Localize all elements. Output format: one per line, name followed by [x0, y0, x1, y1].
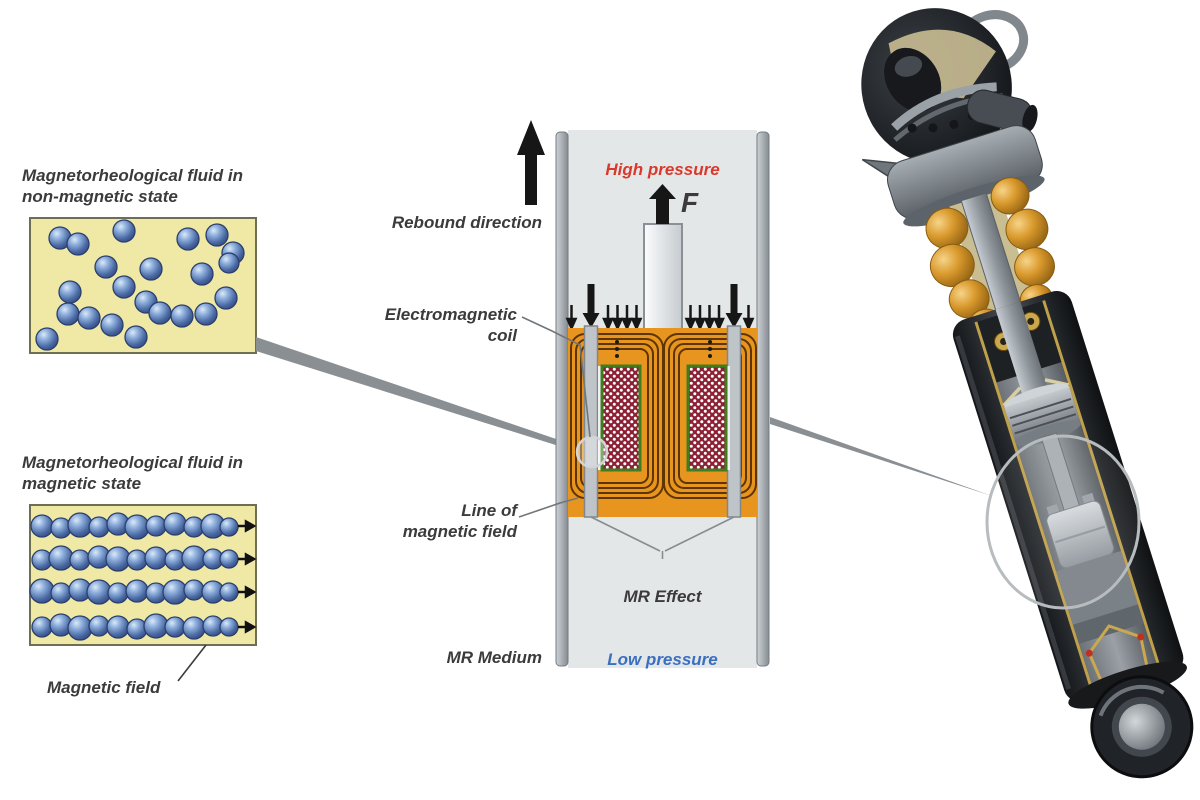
shock-absorber-cutaway: [861, 8, 1194, 779]
rebound-arrow-icon: [517, 120, 545, 205]
cylinder-wall-left: [555, 131, 569, 667]
high-pressure-label: High pressure: [605, 160, 720, 179]
coil-cross-section-right: [686, 364, 728, 472]
callout-wedge-cylinder-to-valve: [770, 417, 992, 496]
mount-stub: [966, 89, 1038, 133]
magnetic-field-label: Magnetic field: [47, 678, 161, 697]
foot-valve: [1087, 624, 1149, 682]
callout-wedge-box1-to-coil: [256, 337, 562, 447]
magnetic-box-label: Magnetorheological fluid in magnetic sta…: [22, 452, 243, 495]
damper-cross-section: [517, 120, 770, 668]
top-mount: [861, 8, 1012, 164]
magnifier-circle: [575, 435, 609, 469]
label-line: magnetic field: [402, 522, 517, 542]
chain-arrow-icon: [238, 519, 257, 634]
field-direction-dots: [615, 340, 712, 358]
nonmagnetic-box-label: Magnetorheological fluid in non-magnetic…: [22, 165, 243, 208]
zoom-highlight-circle: [985, 434, 1141, 610]
mr-effect-label: MR Effect: [623, 587, 702, 606]
channel-gap-right: [726, 366, 730, 470]
label-line: coil: [487, 326, 517, 346]
label-line: Magnetorheological fluid in: [22, 166, 243, 185]
field-line-leader-line: [518, 497, 579, 518]
flow-arrow-icons: [565, 305, 755, 332]
mr-medium-label: MR Medium: [446, 648, 542, 667]
cylinder-wall-right: [756, 131, 770, 667]
line-of-magnetic-field-label: Line of magnetic field: [357, 500, 517, 543]
eye-mount: [1090, 675, 1194, 779]
label-line: Magnetorheological fluid in: [22, 453, 243, 472]
cutaway-window: [974, 300, 1163, 695]
low-pressure-label: Low pressure: [607, 650, 718, 669]
nonmagnetic-fluid-box: [29, 217, 257, 354]
flow-channel-left: [583, 325, 599, 518]
tube-highlight-edge: [954, 335, 1071, 690]
coil-cross-section-left: [600, 364, 642, 472]
electromagnetic-coil-label: Electromagnetic coil: [357, 304, 517, 347]
label-line: Line of: [461, 501, 517, 520]
piston-rod: [643, 223, 683, 331]
particle-chains: [29, 512, 239, 641]
label-line: magnetic state: [22, 474, 142, 494]
force-arrow-icon: [649, 184, 676, 224]
rebound-direction-label: Rebound direction: [391, 213, 542, 232]
random-particles: [35, 219, 245, 351]
channel-inflow-arrow-icons: [582, 284, 743, 328]
magnetic-fluid-box: [29, 504, 257, 682]
coil-leader-line: [521, 316, 591, 438]
channel-gap-left: [598, 366, 602, 470]
force-label: F: [681, 187, 699, 218]
label-line: Electromagnetic: [384, 305, 517, 324]
mr-effect-leader-lines: [590, 516, 735, 559]
magnetic-field-leader-line: [177, 644, 207, 682]
label-line: non-magnetic state: [22, 187, 178, 207]
coil-block: [568, 325, 757, 518]
